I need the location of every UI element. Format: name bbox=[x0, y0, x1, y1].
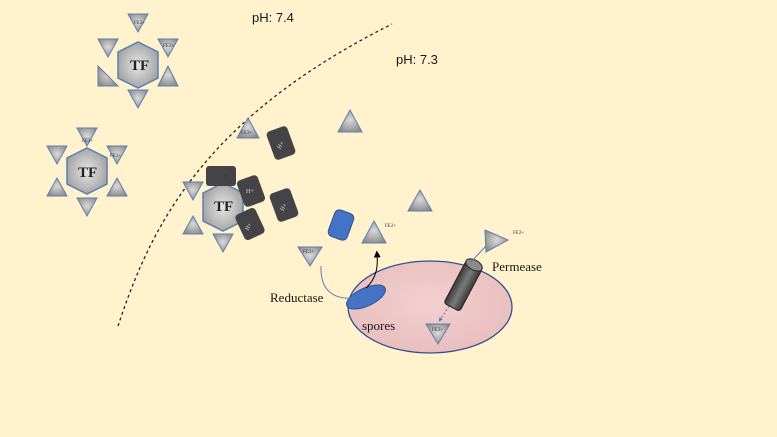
spores-label: spores bbox=[362, 318, 395, 333]
tf-label-1: TF bbox=[130, 58, 149, 74]
reductase-label: Reductase bbox=[270, 290, 324, 305]
fe3-label-tf2-top: FE3+ bbox=[82, 139, 93, 144]
tf-label-2: TF bbox=[78, 165, 97, 181]
h-plus-label-bound-1: H+ bbox=[222, 174, 227, 181]
reductase-connector-line bbox=[320, 265, 357, 299]
reduction-arrow bbox=[365, 250, 381, 289]
h-plus-label-bound-2: H+ bbox=[246, 189, 254, 195]
transferrin-complex-1: TF FE3+ FE3+ bbox=[97, 13, 179, 110]
reductase-enzyme bbox=[346, 284, 386, 310]
permease-connector-line bbox=[469, 245, 487, 264]
reductase-fragment bbox=[327, 209, 355, 241]
fe2-triangle-product: FE2+ bbox=[361, 219, 396, 244]
transferrin-complex-3: TF H+ H+ H+ bbox=[182, 166, 265, 254]
fe3-triangle-free-1: FE3+ bbox=[236, 116, 260, 139]
fe2-triangle-near-permease: FE2+ bbox=[484, 229, 524, 253]
iron-uptake-arrow bbox=[438, 305, 450, 322]
fe-triangle-free-3 bbox=[407, 188, 433, 212]
fe2-label-near-permease: FE2+ bbox=[513, 231, 524, 236]
fe3-label-tf2-right: FE3+ bbox=[110, 154, 121, 159]
ph-left-label: pH: 7.4 bbox=[252, 10, 294, 25]
permease-channel bbox=[444, 258, 483, 311]
fe3-triangle-internal: FE3+ bbox=[425, 323, 451, 345]
h-plus-label-free-2: H+ bbox=[280, 202, 289, 212]
ph-right-label: pH: 7.3 bbox=[396, 52, 438, 67]
fe3-label-tf1-right: FE3+ bbox=[163, 44, 174, 49]
transferrin-complex-2: TF FE3+ FE3+ bbox=[46, 127, 128, 218]
free-h-plus-protein-1: H+ bbox=[266, 126, 296, 160]
ph-boundary-dashed-line bbox=[117, 23, 393, 327]
spore-cell bbox=[347, 260, 513, 354]
fe2-label-product: FE2+ bbox=[385, 224, 396, 229]
free-h-plus-protein-2: H+ bbox=[269, 188, 299, 222]
fe3-label-near-reductase: FE3+ bbox=[303, 250, 314, 255]
fe3-label-free-1: FE3+ bbox=[241, 131, 252, 136]
h-plus-label-bound-3: H+ bbox=[245, 222, 254, 232]
fe-triangle-free-2 bbox=[337, 108, 363, 133]
fe3-label-tf1-top: FE3+ bbox=[134, 21, 145, 26]
fe3-label-internal: FE3+ bbox=[432, 328, 443, 333]
tf-label-3: TF bbox=[214, 199, 233, 215]
h-plus-label-free-1: H+ bbox=[277, 140, 286, 150]
fe3-triangle-near-reductase: FE3+ bbox=[297, 246, 323, 267]
permease-label: Permease bbox=[492, 259, 542, 274]
